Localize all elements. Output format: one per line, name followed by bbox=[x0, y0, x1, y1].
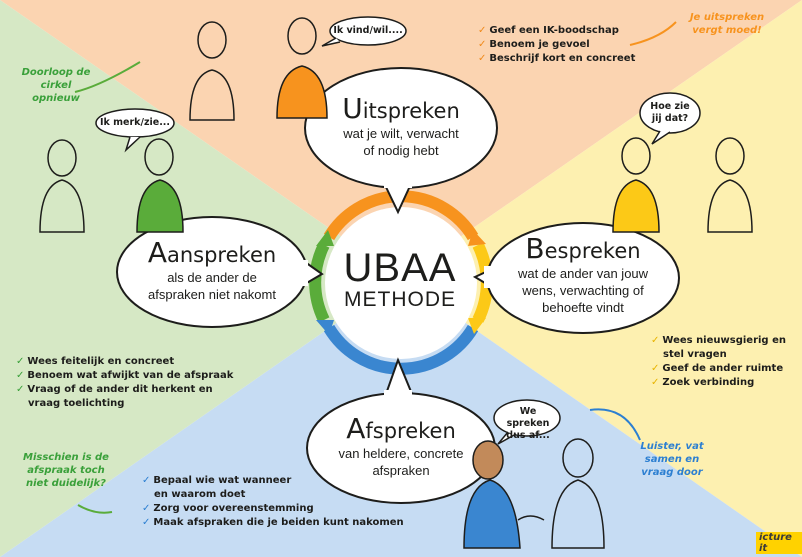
picture-it-logo: icture it bbox=[756, 532, 802, 554]
checklist-item: ✓Zoek verbinding bbox=[651, 377, 755, 388]
speech-text-ik-vind: Ik vind/wil.... bbox=[333, 25, 403, 36]
bespreken-line3: behoefte vindt bbox=[542, 300, 624, 315]
checklist-item: stel vragen bbox=[663, 349, 727, 360]
bespreken-rest: espreken bbox=[544, 239, 641, 263]
checklist-item: ✓Wees nieuwsgierig en bbox=[651, 335, 786, 346]
speech-text-hoe-zie: Hoe zie jij dat? bbox=[650, 101, 690, 124]
arrow-misschien bbox=[77, 504, 113, 514]
aanspreken-line1: als de ander de bbox=[167, 270, 257, 285]
speech-we-spreken bbox=[493, 399, 561, 437]
ring-arrow-1 bbox=[468, 230, 486, 246]
afspreken-initial: A bbox=[346, 412, 366, 445]
uitspreken-rest: itspreken bbox=[362, 99, 460, 123]
aanspreken-initial: A bbox=[147, 236, 167, 269]
afspreken-text: Afspreken van heldere, concrete afsprake… bbox=[315, 412, 487, 479]
bespreken-line1: wat de ander van jouw bbox=[517, 266, 649, 281]
checklist-item: ✓Geef de ander ruimte bbox=[651, 363, 784, 374]
uitspreken-line2: of nodig hebt bbox=[363, 143, 439, 158]
ring-arrow-4 bbox=[316, 230, 334, 246]
arrow-luister bbox=[589, 408, 641, 441]
note-doorloop: Doorloop de cirkel opnieuw bbox=[21, 67, 91, 104]
checklist-item: ✓Geef een IK-boodschap bbox=[478, 25, 619, 36]
bubble-uitspreken-tail bbox=[384, 184, 411, 215]
bubble-aanspreken-tail bbox=[304, 261, 324, 285]
people-left bbox=[39, 138, 184, 233]
note-moed: Je uitspreken vergt moed! bbox=[689, 12, 765, 36]
checklist-item: en waarom doet bbox=[154, 489, 246, 500]
bespreken-line2: wens, verwachting of bbox=[522, 283, 644, 298]
checklist-item: ✓Benoem je gevoel bbox=[478, 39, 590, 50]
checklist-right: ✓Wees nieuwsgierig en stel vragen ✓Geef … bbox=[651, 334, 786, 390]
checklist-item: vraag toelichting bbox=[28, 398, 125, 409]
checklist-item: ✓Benoem wat afwijkt van de afspraak bbox=[16, 370, 234, 381]
center-subtitle: METHODE bbox=[344, 288, 456, 311]
checklist-left: ✓Wees feitelijk en concreet ✓Benoem wat … bbox=[16, 355, 233, 411]
speech-ik-vind bbox=[329, 16, 407, 46]
checklist-item: ✓Zorg voor overeenstemming bbox=[142, 503, 314, 514]
speech-text-ik-merk: Ik merk/zie... bbox=[99, 117, 171, 128]
speech-hoe-zie bbox=[639, 92, 701, 134]
note-luister: Luister, vat samen en vraag door bbox=[640, 441, 704, 478]
ring-green bbox=[309, 242, 330, 323]
checklist-bottom: ✓Bepaal wie wat wanneer en waarom doet ✓… bbox=[142, 474, 404, 530]
bespreken-text: Bespreken wat de ander van jouw wens, ve… bbox=[495, 232, 671, 316]
uitspreken-initial: U bbox=[342, 92, 363, 125]
bespreken-initial: B bbox=[525, 232, 545, 265]
checklist-item: ✓Maak afspraken die je beiden kunt nakom… bbox=[142, 517, 404, 528]
aanspreken-text: Aanspreken als de ander de afspraken nie… bbox=[124, 236, 300, 303]
arrow-doorloop bbox=[74, 61, 141, 93]
checklist-top: ✓Geef een IK-boodschap ✓Benoem je gevoel… bbox=[478, 24, 635, 66]
checklist-item: ✓Beschrijf kort en concreet bbox=[478, 53, 636, 64]
uitspreken-text: Uitspreken wat je wilt, verwacht of nodi… bbox=[315, 92, 487, 159]
uitspreken-line1: wat je wilt, verwacht bbox=[343, 126, 459, 141]
aanspreken-line2: afspraken niet nakomt bbox=[148, 287, 276, 302]
people-right bbox=[612, 137, 753, 233]
center-title: UBAA bbox=[343, 246, 457, 290]
afspreken-line1: van heldere, concrete bbox=[338, 446, 464, 461]
bubble-afspreken-tail bbox=[385, 357, 413, 395]
people-bottom bbox=[463, 438, 605, 549]
ring-arrow-3 bbox=[316, 320, 334, 335]
checklist-item: ✓Bepaal wie wat wanneer bbox=[142, 475, 292, 486]
checklist-item: ✓Vraag of de ander dit herkent en bbox=[16, 384, 213, 395]
afspreken-line2: afspraken bbox=[372, 463, 430, 478]
ring-arrow-2 bbox=[468, 318, 486, 334]
people-top bbox=[189, 17, 328, 121]
aanspreken-rest: anspreken bbox=[166, 243, 277, 267]
speech-text-we-spreken: We spreken dus af... bbox=[506, 406, 550, 441]
arrow-moed bbox=[629, 21, 677, 46]
note-misschien: Misschien is de afspraak toch niet duide… bbox=[23, 452, 109, 489]
afspreken-rest: fspreken bbox=[365, 419, 456, 443]
checklist-item: ✓Wees feitelijk en concreet bbox=[16, 356, 175, 367]
center-disc bbox=[325, 207, 477, 359]
